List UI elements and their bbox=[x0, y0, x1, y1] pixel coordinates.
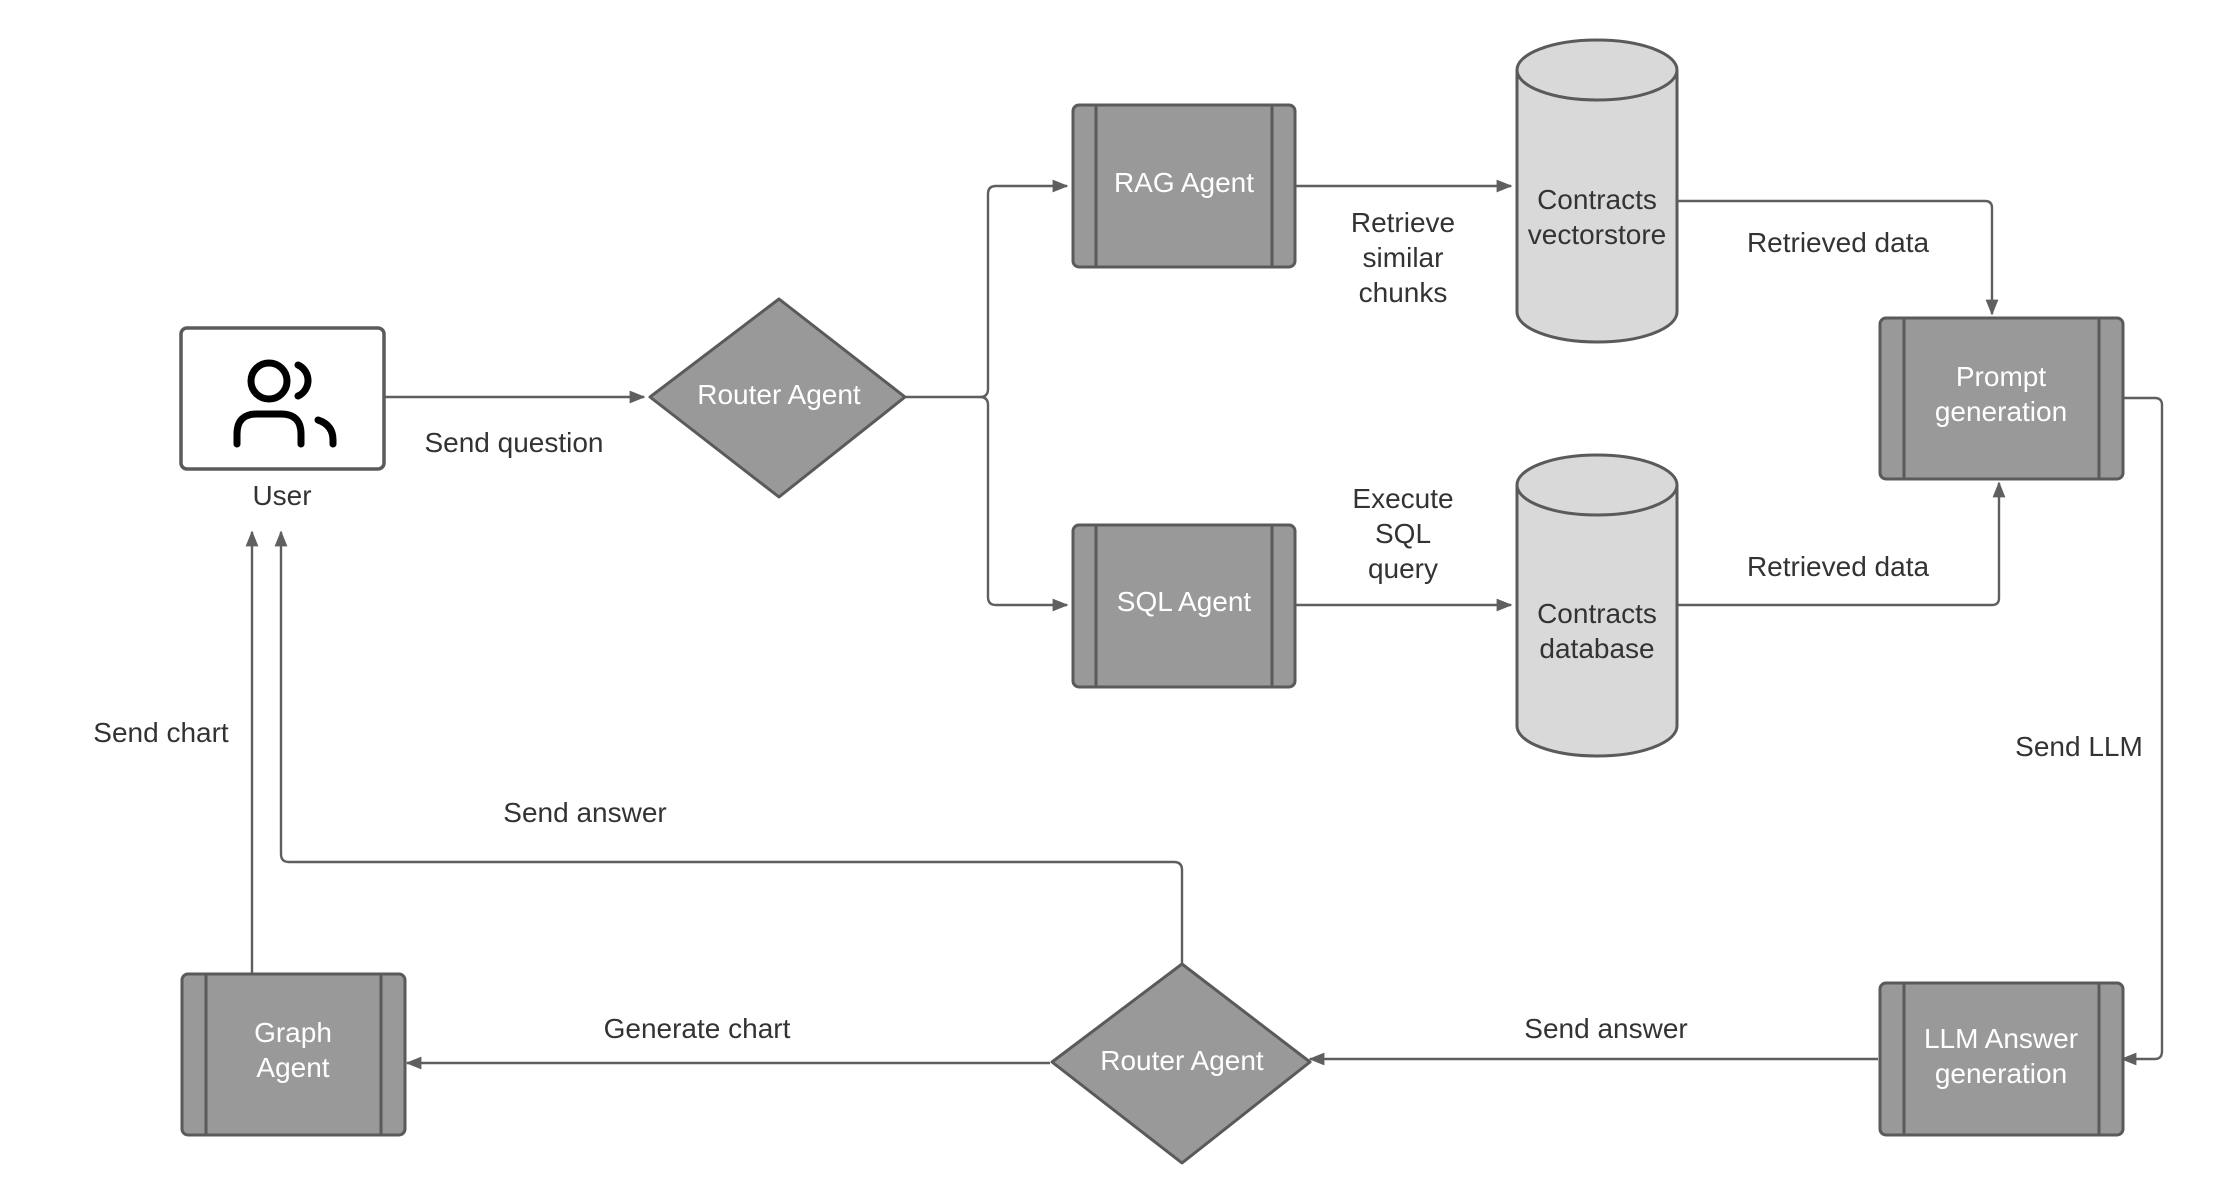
contracts-database-node[interactable]: Contracts database bbox=[1515, 453, 1679, 758]
rag-agent-node[interactable]: RAG Agent bbox=[1071, 103, 1297, 269]
execute-label-line2: SQL bbox=[1375, 518, 1431, 549]
rag-agent-label: RAG Agent bbox=[1114, 167, 1254, 198]
graph-label-line2: Agent bbox=[256, 1052, 329, 1083]
edge-labels: Send question Retrieve similar chunks Ex… bbox=[93, 207, 2143, 1044]
sql-agent-label: SQL Agent bbox=[1117, 586, 1252, 617]
prompt-generation-node[interactable]: Prompt generation bbox=[1878, 316, 2125, 481]
execute-label-line1: Execute bbox=[1352, 483, 1453, 514]
retrieve-label-line2: similar bbox=[1363, 242, 1444, 273]
retrieved-data-bottom-label: Retrieved data bbox=[1747, 551, 1930, 582]
edge-router-to-rag bbox=[905, 179, 1069, 399]
llm-label-line1: LLM Answer bbox=[1924, 1023, 2078, 1054]
execute-label-line3: query bbox=[1368, 553, 1438, 584]
router-top-label: Router Agent bbox=[697, 379, 861, 410]
contracts-vectorstore-node[interactable]: Contracts vectorstore bbox=[1515, 38, 1679, 344]
edge-prompt-to-llm bbox=[2120, 396, 2164, 1066]
llm-answer-node[interactable]: LLM Answer generation bbox=[1878, 981, 2125, 1137]
router-agent-top[interactable]: Router Agent bbox=[648, 297, 907, 499]
database-label-line1: Contracts bbox=[1537, 598, 1657, 629]
retrieved-data-top-label: Retrieved data bbox=[1747, 227, 1930, 258]
edge-vectorstore-to-prompt bbox=[1677, 199, 1999, 316]
sql-agent-node[interactable]: SQL Agent bbox=[1071, 523, 1297, 689]
prompt-label-line1: Prompt bbox=[1956, 361, 2046, 392]
edge-router-to-sql bbox=[979, 395, 1069, 612]
router-agent-bottom[interactable]: Router Agent bbox=[1050, 962, 1312, 1165]
generate-chart-label: Generate chart bbox=[604, 1013, 791, 1044]
send-answer-left-label: Send answer bbox=[503, 797, 666, 828]
vectorstore-label-line2: vectorstore bbox=[1528, 219, 1667, 250]
user-label: User bbox=[252, 480, 311, 511]
graph-agent-node[interactable]: Graph Agent bbox=[180, 972, 407, 1137]
graph-label-line1: Graph bbox=[254, 1017, 332, 1048]
send-answer-right-label: Send answer bbox=[1524, 1013, 1687, 1044]
retrieve-label-line1: Retrieve bbox=[1351, 207, 1455, 238]
send-llm-label: Send LLM bbox=[2015, 731, 2143, 762]
llm-label-line2: generation bbox=[1935, 1058, 2067, 1089]
router-bottom-label: Router Agent bbox=[1100, 1045, 1264, 1076]
retrieve-label-line3: chunks bbox=[1359, 277, 1448, 308]
prompt-label-line2: generation bbox=[1935, 396, 2067, 427]
edges bbox=[245, 179, 2164, 1070]
users-icon bbox=[233, 359, 337, 448]
send-chart-label: Send chart bbox=[93, 717, 229, 748]
edge-router-to-user bbox=[274, 530, 1184, 964]
edge-database-to-prompt bbox=[1677, 481, 2006, 607]
vectorstore-label-line1: Contracts bbox=[1537, 184, 1657, 215]
database-label-line2: database bbox=[1539, 633, 1654, 664]
user-node[interactable]: User bbox=[179, 326, 386, 511]
send-question-label: Send question bbox=[424, 427, 603, 458]
